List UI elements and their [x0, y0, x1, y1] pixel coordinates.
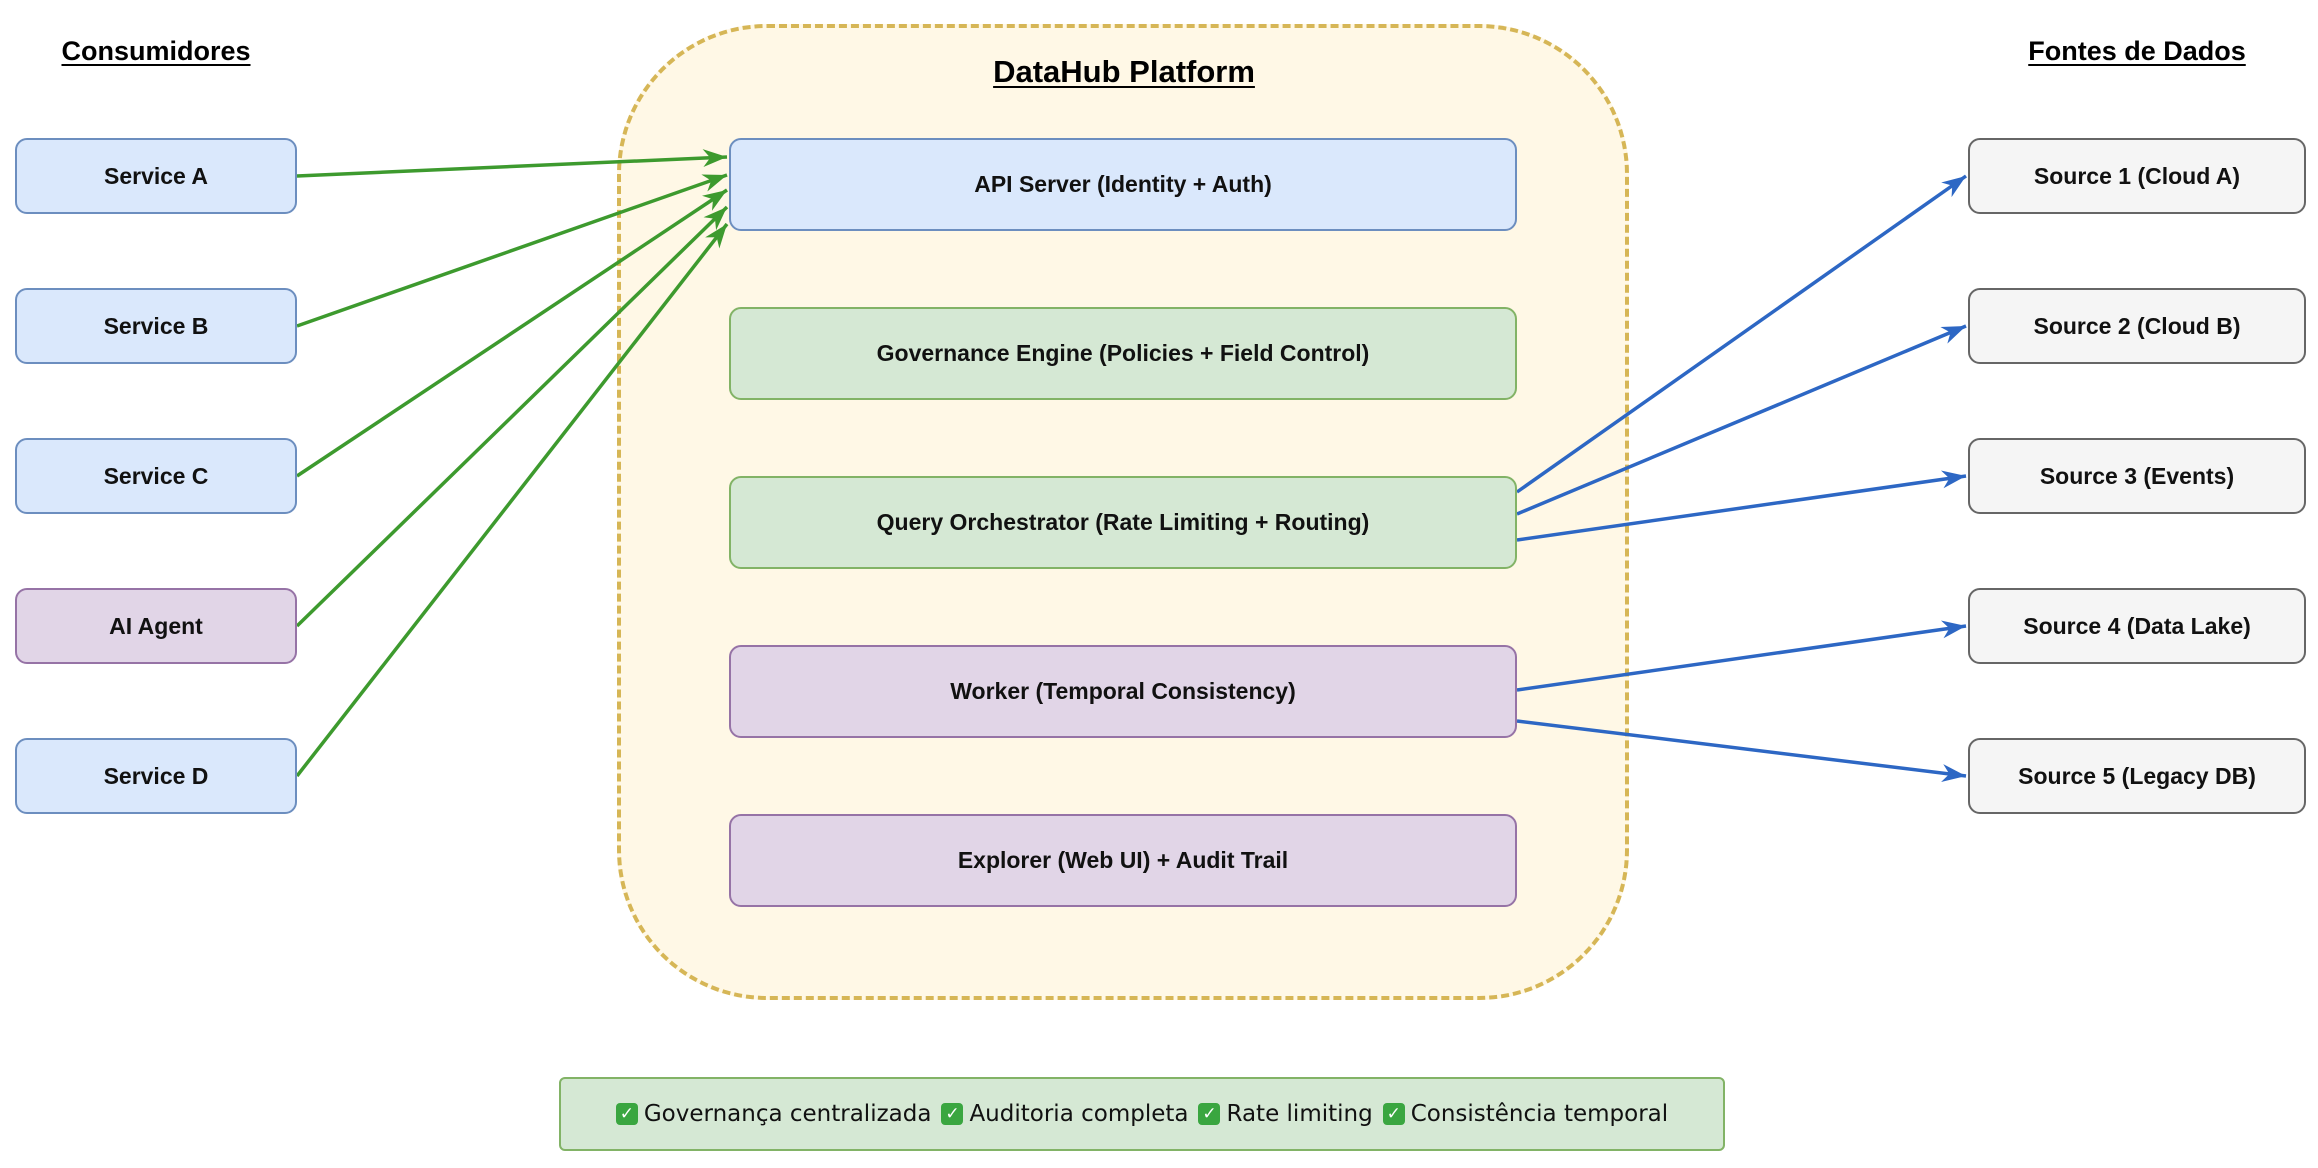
node-label: Service A	[104, 162, 208, 189]
node-label: Source 3 (Events)	[2039, 462, 2235, 489]
node-label: Source 2 (Cloud B)	[2033, 312, 2241, 339]
component-query-orchestrator[interactable]: Query Orchestrator (Rate Limiting + Rout…	[729, 476, 1517, 569]
check-icon: ✓	[1198, 1103, 1221, 1125]
node-label: Service D	[103, 762, 209, 789]
source-2[interactable]: Source 2 (Cloud B)	[1968, 288, 2306, 364]
benefit-item: Governança centralizada	[643, 1101, 932, 1127]
arrowhead	[1941, 764, 1966, 783]
check-icon: ✓	[1382, 1103, 1405, 1125]
component-governance-engine[interactable]: Governance Engine (Policies + Field Cont…	[729, 307, 1517, 400]
component-explorer[interactable]: Explorer (Web UI) + Audit Trail	[729, 814, 1517, 907]
benefits-banner: ✓Governança centralizada ✓Auditoria comp…	[559, 1077, 1725, 1151]
arrowhead	[1941, 176, 1966, 198]
arrowhead	[1940, 620, 1966, 639]
consumer-service-d[interactable]: Service D	[15, 738, 297, 814]
node-label: Governance Engine (Policies + Field Cont…	[876, 340, 1370, 366]
consumers-title: Consumidores	[61, 36, 251, 66]
node-label: Query Orchestrator (Rate Limiting + Rout…	[876, 509, 1370, 535]
benefit-item: Consistência temporal	[1410, 1101, 1669, 1127]
source-1[interactable]: Source 1 (Cloud A)	[1968, 138, 2306, 214]
node-label: Source 4 (Data Lake)	[2023, 612, 2251, 639]
consumer-service-a[interactable]: Service A	[15, 138, 297, 214]
platform-title: DataHub Platform	[993, 54, 1255, 89]
consumer-service-c[interactable]: Service C	[15, 438, 297, 514]
benefit-item: Rate limiting	[1226, 1101, 1373, 1127]
node-label: Service C	[103, 462, 209, 489]
source-3[interactable]: Source 3 (Events)	[1968, 438, 2306, 514]
arrowhead	[1940, 470, 1966, 489]
node-label: API Server (Identity + Auth)	[974, 171, 1272, 197]
node-label: AI Agent	[109, 612, 203, 639]
node-label: Source 1 (Cloud A)	[2033, 162, 2241, 189]
consumer-service-b[interactable]: Service B	[15, 288, 297, 364]
node-label: Source 5 (Legacy DB)	[2018, 762, 2256, 789]
component-api-server[interactable]: API Server (Identity + Auth)	[729, 138, 1517, 231]
check-icon: ✓	[941, 1103, 964, 1125]
node-label: Explorer (Web UI) + Audit Trail	[957, 847, 1289, 873]
node-label: Worker (Temporal Consistency)	[950, 678, 1296, 704]
arrowhead	[1940, 326, 1966, 344]
source-4[interactable]: Source 4 (Data Lake)	[1968, 588, 2306, 664]
benefit-item: Auditoria completa	[969, 1101, 1189, 1127]
source-5[interactable]: Source 5 (Legacy DB)	[1968, 738, 2306, 814]
node-label: Service B	[103, 312, 209, 339]
sources-title: Fontes de Dados	[2028, 36, 2246, 66]
component-worker[interactable]: Worker (Temporal Consistency)	[729, 645, 1517, 738]
check-icon: ✓	[615, 1103, 638, 1125]
consumer-ai-agent[interactable]: AI Agent	[15, 588, 297, 664]
